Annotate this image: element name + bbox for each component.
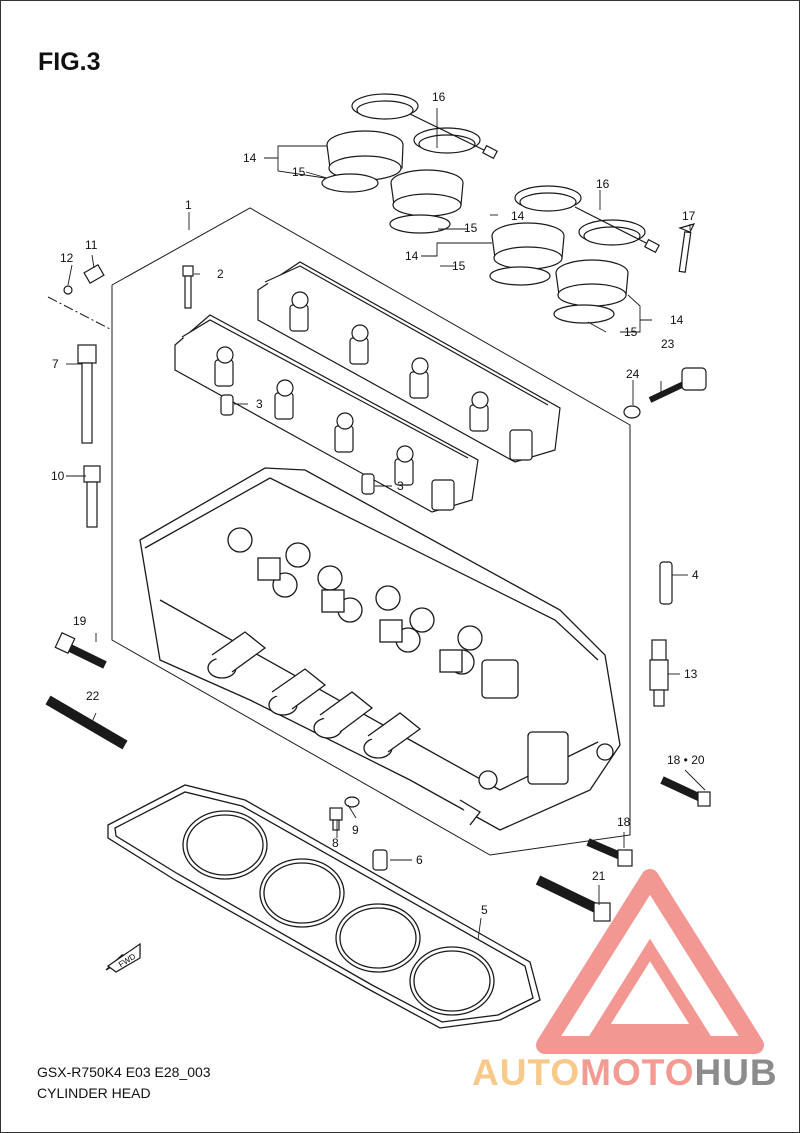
callout-24: 24 bbox=[626, 367, 640, 381]
callout-16b: 16 bbox=[596, 177, 610, 191]
watermark-auto: AUTO bbox=[472, 1052, 581, 1093]
watermark-text: AUTOMOTOHUB bbox=[472, 1052, 778, 1094]
callout-2: 2 bbox=[217, 267, 224, 281]
callout-3a: 3 bbox=[256, 397, 263, 411]
callout-14d: 14 bbox=[670, 313, 684, 327]
callout-21: 21 bbox=[592, 869, 606, 883]
forward-arrow-icon: FWD bbox=[105, 942, 141, 973]
callout-14c: 14 bbox=[405, 249, 419, 263]
callout-19: 19 bbox=[73, 614, 87, 628]
callout-3b: 3 bbox=[397, 479, 404, 493]
callout-15b: 15 bbox=[464, 221, 478, 235]
callout-15a: 15 bbox=[292, 165, 306, 179]
watermark-moto: MOTO bbox=[580, 1052, 695, 1093]
callout-13: 13 bbox=[684, 667, 698, 681]
callouts: 1 2 3 3 4 5 6 7 8 9 10 11 12 13 14 14 14… bbox=[51, 90, 705, 917]
head-gasket bbox=[107, 784, 541, 1029]
watermark-logo bbox=[536, 869, 764, 1054]
callout-10: 10 bbox=[51, 469, 65, 483]
fasteners bbox=[45, 263, 711, 922]
callout-9: 9 bbox=[352, 823, 359, 837]
figure-title: FIG.3 bbox=[38, 48, 101, 76]
callout-6: 6 bbox=[416, 853, 423, 867]
callout-7: 7 bbox=[52, 357, 59, 371]
camshaft-holders bbox=[174, 261, 561, 513]
callout-16a: 16 bbox=[432, 90, 446, 104]
callout-14b: 14 bbox=[511, 209, 525, 223]
callout-23: 23 bbox=[661, 337, 675, 351]
callout-22: 22 bbox=[86, 689, 100, 703]
callout-11: 11 bbox=[85, 238, 98, 252]
footer-model-code: GSX-R750K4 E03 E28_003 bbox=[37, 1064, 211, 1080]
footer-section-name: CYLINDER HEAD bbox=[37, 1085, 151, 1101]
cylinder-head bbox=[139, 467, 621, 831]
callout-12: 12 bbox=[60, 251, 74, 265]
callout-15c: 15 bbox=[452, 259, 466, 273]
leader-lines bbox=[66, 108, 706, 941]
callout-15d: 15 bbox=[624, 325, 638, 339]
callout-18: 18 bbox=[617, 815, 631, 829]
assembly-outline bbox=[47, 207, 631, 856]
intake-pipes bbox=[321, 93, 696, 324]
callout-1: 1 bbox=[185, 198, 192, 212]
watermark-hub: HUB bbox=[694, 1052, 778, 1093]
callout-18-20: 18 • 20 bbox=[667, 753, 705, 767]
callout-5: 5 bbox=[481, 903, 488, 917]
callout-14a: 14 bbox=[243, 151, 257, 165]
callout-8: 8 bbox=[332, 836, 339, 850]
callout-17: 17 bbox=[682, 209, 696, 223]
callout-4: 4 bbox=[692, 568, 699, 582]
